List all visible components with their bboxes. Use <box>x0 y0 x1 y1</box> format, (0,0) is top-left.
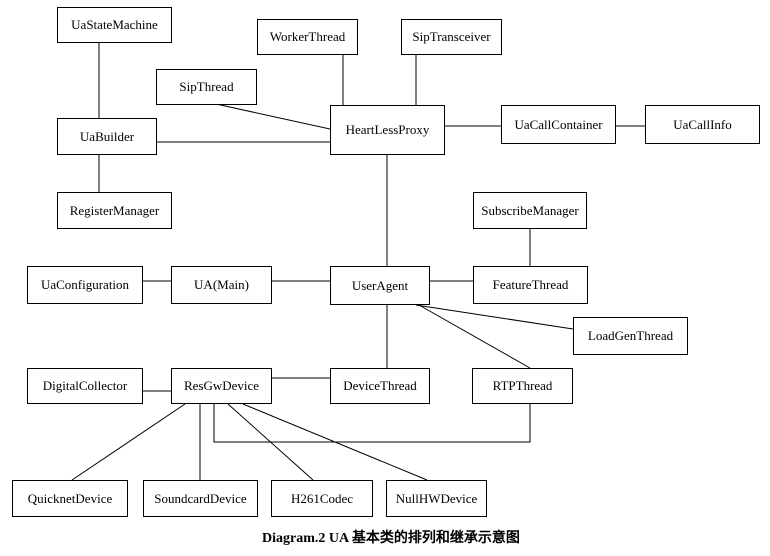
node-ua-state-machine: UaStateMachine <box>57 7 172 43</box>
edge-user-agent--rtp-thread <box>418 304 531 369</box>
node-label-worker-thread: WorkerThread <box>269 29 346 44</box>
node-label-res-gw-device: ResGwDevice <box>183 378 260 393</box>
node-subscribe-manager: SubscribeManager <box>473 192 587 229</box>
node-label-ua-main: UA(Main) <box>194 277 249 292</box>
node-label-ua-state-machine: UaStateMachine <box>71 17 158 32</box>
node-label-user-agent: UserAgent <box>351 277 409 293</box>
node-res-gw-device: ResGwDevice <box>171 368 272 404</box>
node-sip-thread: SipThread <box>156 69 257 105</box>
node-label-load-gen-thread: LoadGenThread <box>587 328 674 343</box>
node-label-feature-thread: FeatureThread <box>492 277 569 292</box>
node-label-ua-builder: UaBuilder <box>79 128 135 144</box>
node-digital-collector: DigitalCollector <box>27 368 143 404</box>
edge-user-agent--load-gen-thread <box>415 304 574 330</box>
node-feature-thread: FeatureThread <box>473 266 588 304</box>
node-soundcard-device: SoundcardDevice <box>143 480 258 517</box>
node-label-quicknet-device: QuicknetDevice <box>27 490 113 506</box>
node-label-digital-collector: DigitalCollector <box>42 378 128 393</box>
node-ua-main: UA(Main) <box>171 266 272 304</box>
node-worker-thread: WorkerThread <box>257 19 358 55</box>
node-label-ua-call-info: UaCallInfo <box>673 116 732 132</box>
node-label-ua-call-container: UaCallContainer <box>514 116 603 132</box>
node-label-null-hw-device: NullHWDevice <box>395 490 478 506</box>
node-heart-less-proxy: HeartLessProxy <box>330 105 445 155</box>
node-label-sip-thread: SipThread <box>179 79 234 94</box>
node-label-device-thread: DeviceThread <box>343 378 417 393</box>
node-ua-call-info: UaCallInfo <box>645 105 760 144</box>
node-load-gen-thread: LoadGenThread <box>573 317 688 355</box>
node-register-manager: RegisterManager <box>57 192 172 229</box>
edge-res-gw-device--quicknet-device <box>71 403 186 481</box>
node-rtp-thread: RTPThread <box>472 368 573 404</box>
node-sip-transceiver: SipTransceiver <box>401 19 502 55</box>
node-null-hw-device: NullHWDevice <box>386 480 487 517</box>
node-label-soundcard-device: SoundcardDevice <box>154 490 247 506</box>
edge-res-gw-device--null-hw-device <box>242 403 428 481</box>
node-ua-configuration: UaConfiguration <box>27 266 143 304</box>
node-quicknet-device: QuicknetDevice <box>12 480 128 517</box>
node-label-ua-configuration: UaConfiguration <box>40 277 130 292</box>
node-label-heart-less-proxy: HeartLessProxy <box>345 122 430 137</box>
edge-sip-thread--heart-less-proxy <box>215 103 331 130</box>
node-ua-builder: UaBuilder <box>57 118 157 155</box>
node-label-subscribe-manager: SubscribeManager <box>481 202 579 218</box>
node-device-thread: DeviceThread <box>330 368 430 404</box>
diagram-caption: Diagram.2 UA 基本类的排列和继承示意图 <box>262 531 520 546</box>
node-h261-codec: H261Codec <box>271 480 373 517</box>
node-user-agent: UserAgent <box>330 266 430 305</box>
node-label-rtp-thread: RTPThread <box>492 378 553 393</box>
node-label-sip-transceiver: SipTransceiver <box>412 29 491 44</box>
node-label-h261-codec: H261Codec <box>290 490 354 506</box>
node-ua-call-container: UaCallContainer <box>501 105 616 144</box>
node-label-register-manager: RegisterManager <box>69 202 160 218</box>
edge-res-gw-device--h261-codec <box>227 403 314 481</box>
edge-res-gw-device--rtp-thread <box>213 404 531 443</box>
